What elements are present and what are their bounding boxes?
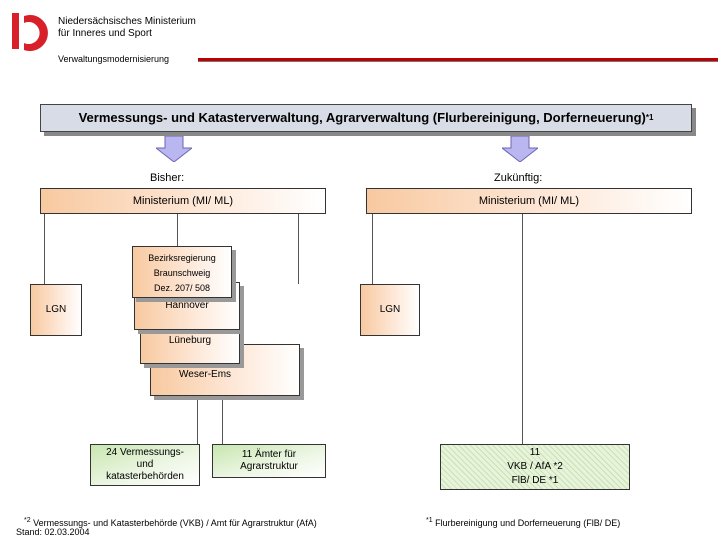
footnote-1: *1 Flurbereinigung und Dorferneuerung (F… [426, 517, 621, 528]
lgn-box-left: LGN [30, 284, 82, 336]
connector-line [44, 214, 45, 286]
connector-line [372, 214, 373, 284]
ministry-name: Niedersächsisches Ministerium für Innere… [58, 16, 196, 39]
region-box-braunschweig: Bezirksregierung Braunschweig Dez. 207/ … [132, 246, 232, 298]
arrow-down-left-icon [156, 136, 192, 162]
connector-line [522, 214, 523, 446]
department-name: Verwaltungsmodernisierung [58, 54, 170, 64]
ministry-logo-icon [12, 13, 48, 51]
header-rule [198, 58, 718, 61]
header-rule-shadow [198, 61, 718, 62]
ministry-box-right: Ministerium (MI/ ML) [366, 188, 692, 214]
connector-line [222, 393, 223, 445]
ministry-box-left: Ministerium (MI/ ML) [40, 188, 326, 214]
date-stamp: Stand: 02.03.2004 [16, 527, 90, 537]
label-zukuenftig: Zukünftig: [494, 172, 543, 184]
connector-line [298, 214, 299, 284]
connector-line [197, 393, 198, 445]
future-combined-box: 11 VKB / AfA *2 FlB/ DE *1 [440, 444, 630, 490]
afa-box: 11 Ämter für Agrarstruktur [212, 444, 326, 478]
connector-line [177, 214, 178, 246]
vkb-box: 24 Vermessungs- und katasterbehörden [90, 444, 200, 486]
label-bisher: Bisher: [150, 172, 185, 184]
arrow-down-right-icon [502, 136, 538, 162]
lgn-box-right: LGN [360, 284, 420, 336]
footnote-2: *2 Vermessungs- und Katasterbehörde (VKB… [24, 517, 317, 528]
diagram-title: Vermessungs- und Katasterverwaltung, Agr… [40, 104, 692, 132]
